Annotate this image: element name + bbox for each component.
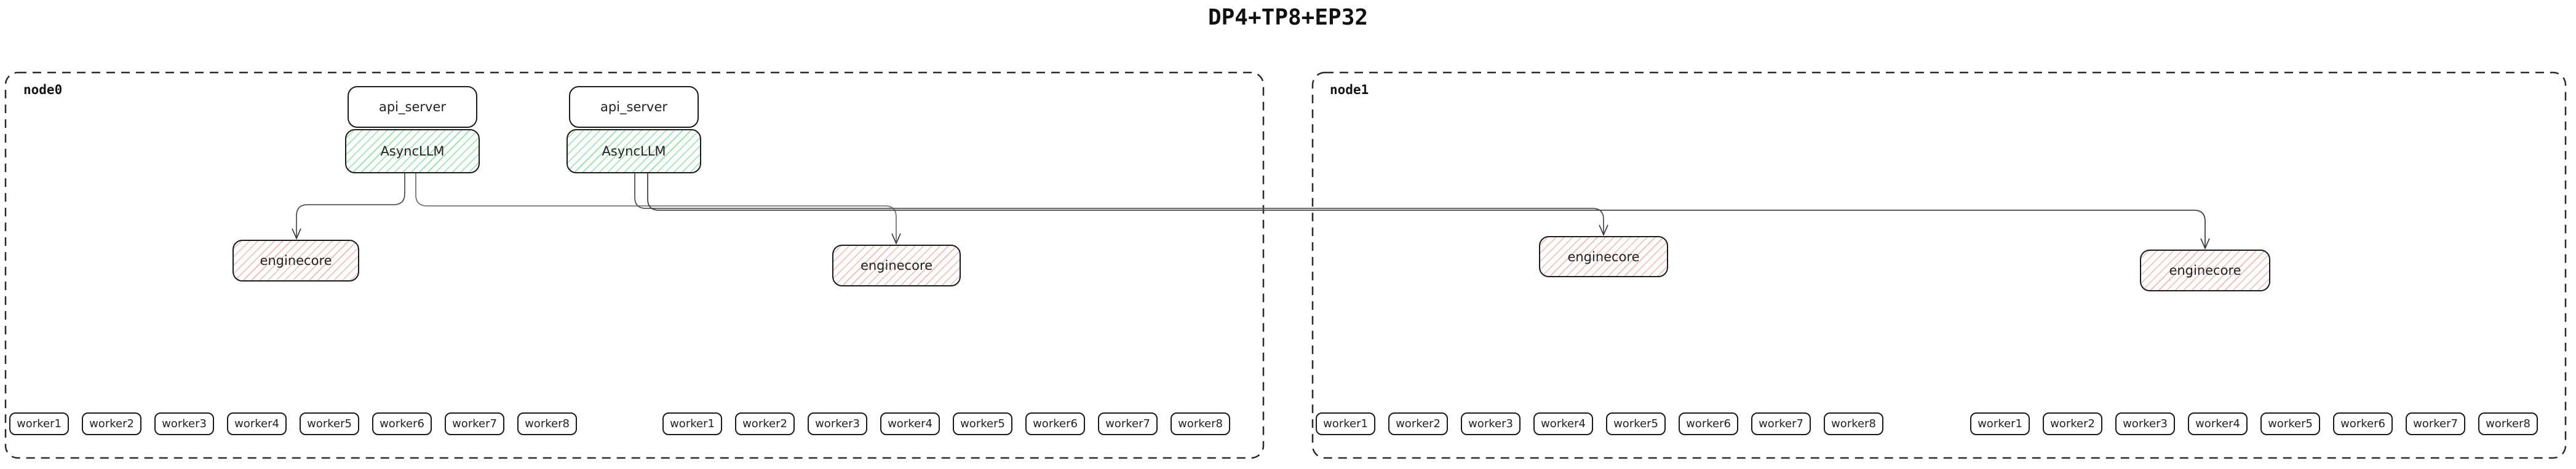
worker-box: worker7: [1098, 412, 1158, 435]
connector-asyncllm1-enginecore2: [415, 173, 897, 242]
worker-box: worker3: [1461, 412, 1521, 435]
asyncllm-box-1: AsyncLLM: [345, 129, 480, 173]
node1-label: node1: [1330, 82, 1369, 97]
enginecore-box-2: enginecore: [832, 245, 961, 286]
worker-box: worker2: [82, 412, 141, 435]
node0-label: node0: [23, 82, 63, 97]
connector-asyncllm1-enginecore1: [296, 173, 405, 237]
worker-box: worker2: [735, 412, 795, 435]
connector-asyncllm2-enginecore4: [647, 173, 2206, 247]
worker-box: worker5: [2260, 412, 2320, 435]
worker-box: worker6: [1679, 412, 1738, 435]
node1-boundary: [1311, 71, 2567, 459]
worker-box: worker8: [517, 412, 577, 435]
worker-box: worker7: [1751, 412, 1811, 435]
arrowhead-enginecore3: [1599, 224, 1608, 236]
worker-box: worker4: [227, 412, 287, 435]
node0-boundary: [4, 71, 1265, 459]
worker-box: worker5: [953, 412, 1012, 435]
worker-group-3: worker1 worker2 worker3 worker4 worker5 …: [1316, 412, 1883, 435]
worker-box: worker2: [1388, 412, 1448, 435]
worker-box: worker8: [2478, 412, 2538, 435]
worker-box: worker8: [1171, 412, 1230, 435]
worker-box: worker1: [662, 412, 722, 435]
worker-box: worker3: [808, 412, 867, 435]
worker-box: worker5: [300, 412, 359, 435]
diagram-title: DP4+TP8+EP32: [1207, 5, 1369, 30]
worker-box: worker7: [445, 412, 504, 435]
worker-box: worker2: [2043, 412, 2102, 435]
worker-box: worker1: [9, 412, 69, 435]
enginecore-box-3: enginecore: [1539, 236, 1668, 277]
worker-box: worker6: [372, 412, 432, 435]
worker-box: worker3: [154, 412, 214, 435]
api-server-box-2: api_server: [569, 86, 699, 128]
worker-box: worker6: [1025, 412, 1085, 435]
arrowhead-enginecore1: [292, 228, 301, 240]
api-server-box-1: api_server: [348, 86, 477, 128]
worker-box: worker1: [1970, 412, 2030, 435]
worker-box: worker4: [2188, 412, 2248, 435]
connector-asyncllm2-enginecore3: [634, 173, 1604, 234]
enginecore-box-1: enginecore: [233, 240, 359, 282]
worker-box: worker4: [880, 412, 940, 435]
worker-box: worker8: [1824, 412, 1883, 435]
worker-group-4: worker1 worker2 worker3 worker4 worker5 …: [1970, 412, 2538, 435]
arrowhead-enginecore4: [2200, 238, 2210, 250]
worker-box: worker4: [1533, 412, 1593, 435]
worker-box: worker3: [2115, 412, 2175, 435]
worker-box: worker5: [1606, 412, 1666, 435]
enginecore-box-4: enginecore: [2140, 250, 2270, 291]
worker-box: worker1: [1316, 412, 1375, 435]
worker-box: worker7: [2406, 412, 2465, 435]
worker-box: worker6: [2333, 412, 2393, 435]
worker-group-2: worker1 worker2 worker3 worker4 worker5 …: [662, 412, 1230, 435]
worker-group-1: worker1 worker2 worker3 worker4 worker5 …: [9, 412, 577, 435]
asyncllm-box-2: AsyncLLM: [566, 129, 701, 173]
arrowhead-enginecore2: [891, 233, 901, 245]
